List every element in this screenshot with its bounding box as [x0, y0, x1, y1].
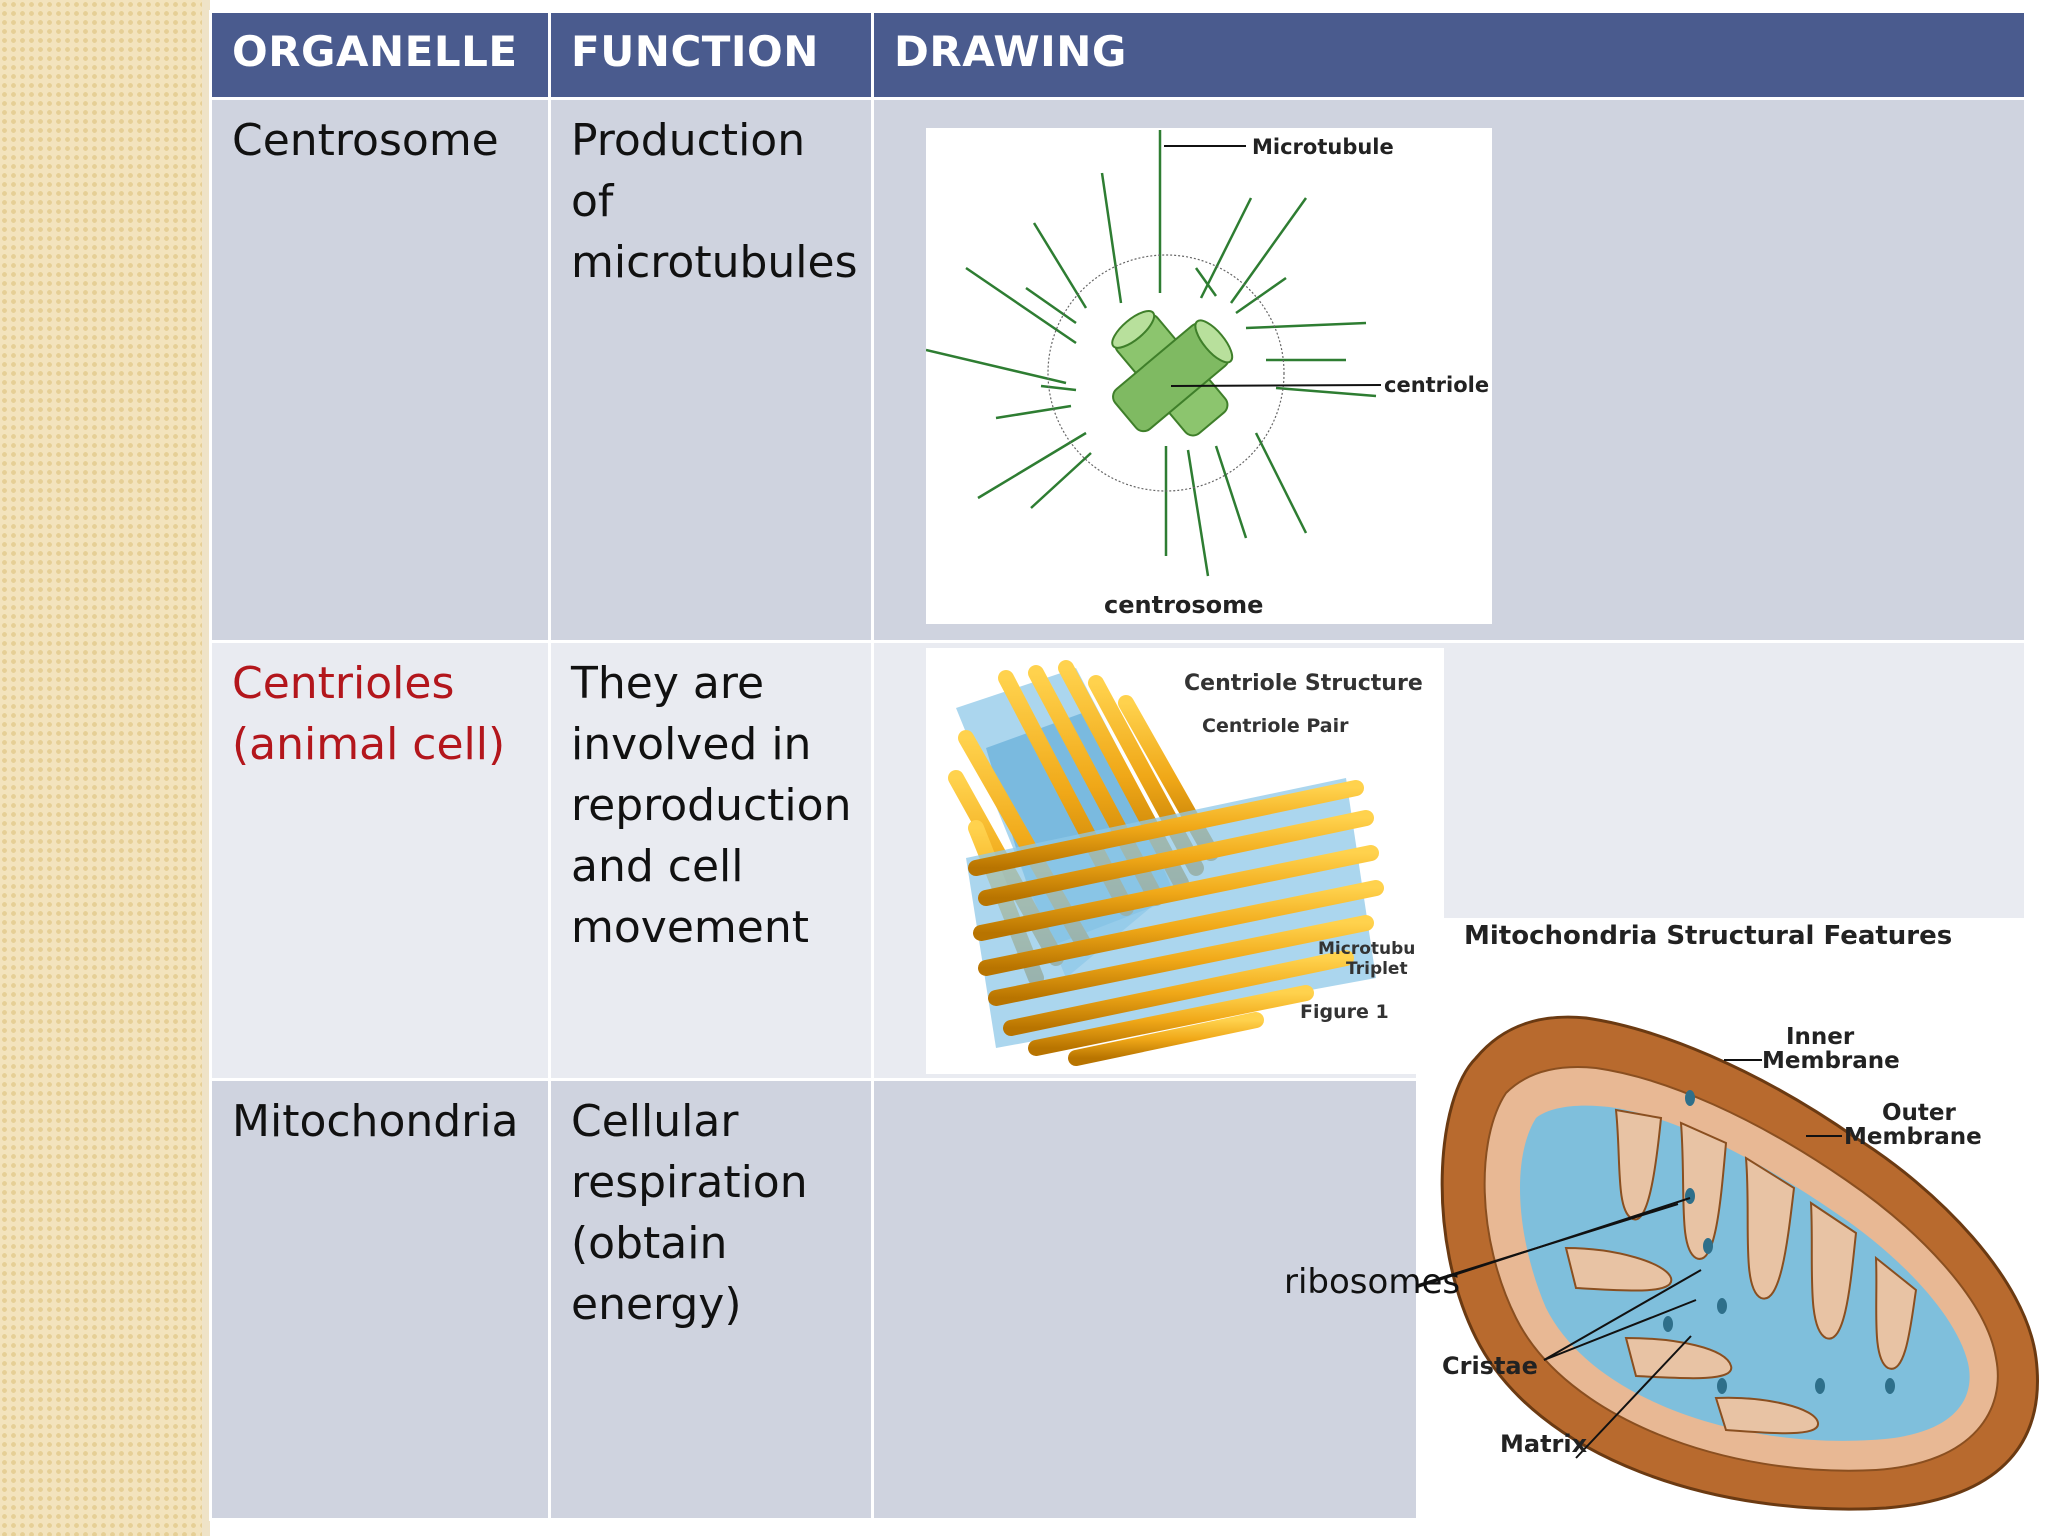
mitochondria-figure: Mitochondria Structural Features — [1401, 918, 2048, 1536]
cell-function-centrosome: Production of microtubules — [548, 97, 874, 643]
function-line: (obtain — [571, 1218, 728, 1269]
function-line: Production — [571, 115, 806, 166]
organelle-name-line: Centrioles — [232, 658, 455, 709]
decorative-side-strip — [0, 0, 210, 1536]
function-line: movement — [571, 902, 809, 953]
label-centriole: centriole — [1384, 373, 1489, 397]
label-mito-title: Mitochondria Structural Features — [1464, 921, 1952, 951]
header-organelle: ORGANELLE — [209, 10, 551, 100]
label-microtubule-triplet-2: Triplet — [1346, 959, 1408, 979]
label-matrix: Matrix — [1500, 1430, 1588, 1458]
function-line: reproduction — [571, 780, 852, 831]
label-inner-membrane-1: Inner — [1786, 1024, 1855, 1050]
label-microtubule: Microtubule — [1252, 135, 1394, 159]
organelle-name: Mitochondria — [232, 1096, 519, 1147]
label-centriole-pair: Centriole Pair — [1202, 715, 1349, 737]
cell-organelle-mitochondria: Mitochondria — [209, 1078, 551, 1521]
function-line: and cell — [571, 841, 744, 892]
label-inner-membrane-2: Membrane — [1762, 1048, 1900, 1074]
cell-organelle-centrosome: Centrosome — [209, 97, 551, 643]
microtubule-lines — [926, 130, 1377, 577]
label-centriole-structure: Centriole Structure — [1184, 671, 1423, 696]
centriole-cylinder-b — [966, 778, 1384, 1066]
header-drawing: DRAWING — [871, 10, 2027, 100]
label-microtubule-triplet-1: Microtubu — [1318, 939, 1415, 959]
function-line: involved in — [571, 719, 812, 770]
organelle-name-line: (animal cell) — [232, 719, 506, 770]
function-line: of — [571, 176, 614, 227]
label-outer-membrane-2: Membrane — [1844, 1124, 1982, 1150]
header-row: ORGANELLE FUNCTION DRAWING — [209, 10, 2027, 100]
label-cristae: Cristae — [1442, 1352, 1538, 1380]
organelle-name: Centrosome — [232, 115, 499, 166]
function-line: energy) — [571, 1279, 742, 1330]
label-outer-membrane-1: Outer — [1882, 1100, 1957, 1126]
centriole-structure-figure: Centriole Structure Centriole Pair Micro… — [926, 648, 1444, 1074]
mitochondrion-body — [1440, 1015, 2039, 1511]
label-ribosomes: ribosomes — [1284, 1262, 1461, 1302]
table-row-centrioles: Centrioles (animal cell) They are involv… — [209, 640, 2027, 1081]
cell-function-mitochondria: Cellular respiration (obtain energy) — [548, 1078, 874, 1521]
cell-function-centrioles: They are involved in reproduction and ce… — [548, 640, 874, 1081]
header-function: FUNCTION — [548, 10, 874, 100]
cell-organelle-centrioles: Centrioles (animal cell) — [209, 640, 551, 1081]
function-line: microtubules — [571, 237, 858, 288]
label-centrosome: centrosome — [1104, 591, 1263, 619]
centrosome-figure: Microtubule centriole centrosome — [926, 128, 1492, 624]
centriole-shape — [1111, 310, 1234, 437]
function-line: respiration — [571, 1157, 808, 1208]
centrosome-boundary — [1047, 254, 1285, 492]
label-figure-1: Figure 1 — [1300, 1001, 1389, 1023]
function-line: Cellular — [571, 1096, 739, 1147]
function-line: They are — [571, 658, 765, 709]
